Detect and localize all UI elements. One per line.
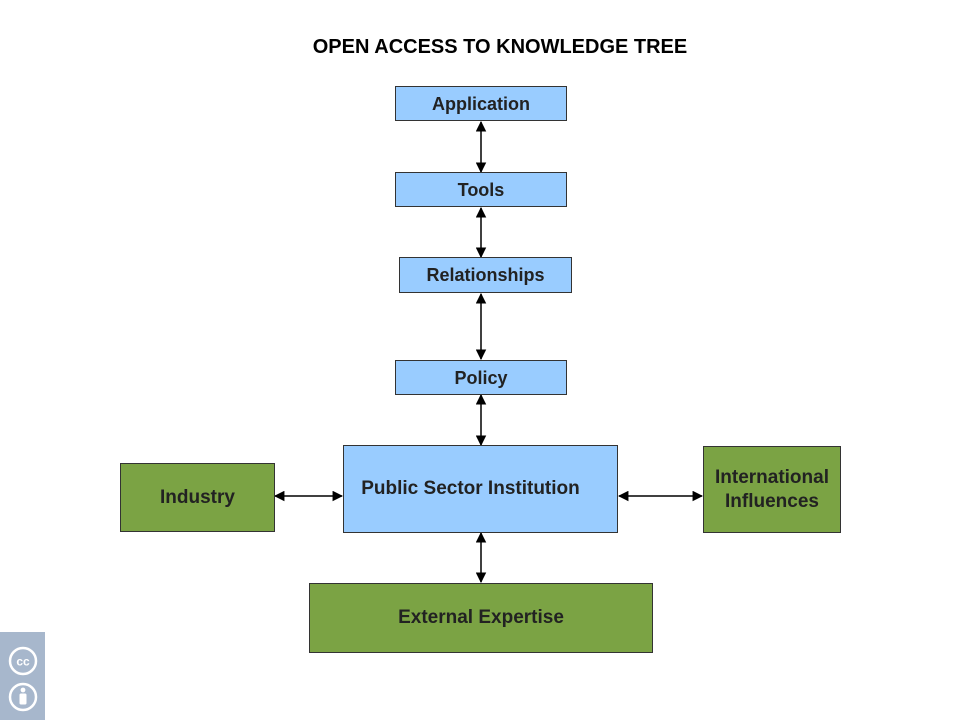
node-policy: Policy [395, 360, 567, 395]
diagram-title: OPEN ACCESS TO KNOWLEDGE TREE [312, 36, 688, 58]
attribution-icon [8, 682, 38, 712]
node-industry: Industry [120, 463, 275, 532]
license-badge: cc [0, 632, 45, 720]
node-public-sector-institution: Public Sector Institution [343, 445, 618, 533]
node-relationships: Relationships [399, 257, 572, 293]
cc-icon: cc [8, 646, 38, 676]
svg-text:cc: cc [16, 655, 30, 669]
node-external-expertise: External Expertise [309, 583, 653, 653]
node-international-influences: International Influences [703, 446, 841, 533]
node-application: Application [395, 86, 567, 121]
node-tools: Tools [395, 172, 567, 207]
